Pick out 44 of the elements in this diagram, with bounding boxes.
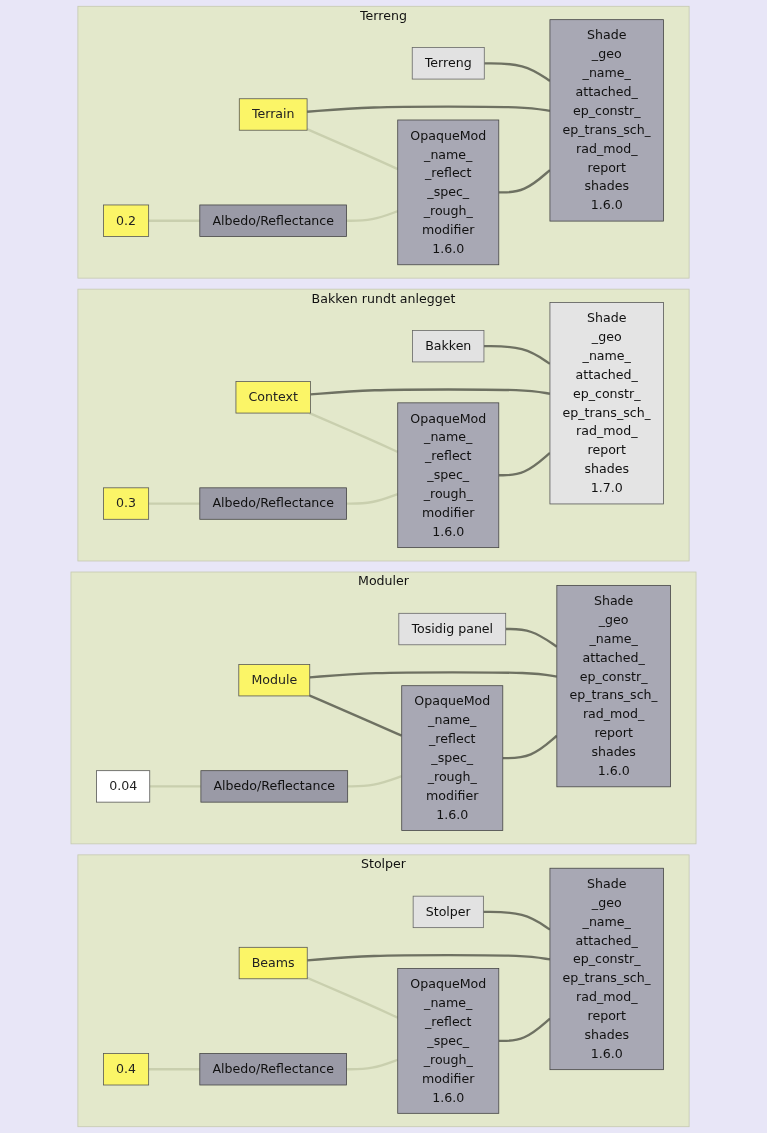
node-box: 0.4 <box>103 1053 150 1086</box>
node-box: Shade _geo _name_ attached_ ep_constr_ ep_trans_sch_ rad_mod_ report shades 1.7.0 <box>549 302 664 505</box>
node-box: Albedo/Reflectance <box>200 770 349 803</box>
connector <box>306 976 399 1019</box>
node-box: Tosidig panel <box>398 612 507 646</box>
connector <box>346 210 399 222</box>
node-box: Shade _geo _name_ attached_ ep_constr_ ep_trans_sch_ rad_mod_ report shades 1.6.0 <box>556 585 671 788</box>
connector <box>502 734 558 760</box>
connector <box>307 954 551 962</box>
node-box: Beams <box>238 946 308 980</box>
connector <box>310 388 551 396</box>
connector <box>309 671 558 679</box>
connector <box>498 452 551 477</box>
connector <box>483 910 551 931</box>
node-box: Stolper <box>412 895 484 929</box>
node-box: OpaqueMod _name_ _reflect _spec_ _rough_ modifier 1.6.0 <box>401 685 504 831</box>
node-box: Bakken <box>412 330 485 363</box>
connector <box>347 775 403 788</box>
connector <box>483 345 551 365</box>
node-box: Shade _geo _name_ attached_ ep_constr_ ep_trans_sch_ rad_mod_ report shades 1.6.0 <box>549 19 664 222</box>
node-box: Albedo/Reflectance <box>199 204 347 237</box>
node-box: Albedo/Reflectance <box>199 487 347 520</box>
node-box: Shade _geo _name_ attached_ ep_constr_ ep_trans_sch_ rad_mod_ report shades 1.6.0 <box>549 867 664 1071</box>
node-box: Module <box>238 664 311 697</box>
connector <box>498 1017 551 1043</box>
node-box: OpaqueMod _name_ _reflect _spec_ _rough_ modifier 1.6.0 <box>397 402 500 548</box>
node-box: Terrain <box>238 98 308 131</box>
node-box: 0.04 <box>96 770 151 803</box>
node-box: 0.2 <box>103 204 150 237</box>
node-box: OpaqueMod _name_ _reflect _spec_ _rough_ modifier 1.6.0 <box>397 119 500 266</box>
connector <box>306 128 399 171</box>
node-box: OpaqueMod _name_ _reflect _spec_ _rough_ modifier 1.6.0 <box>397 968 500 1114</box>
connector <box>307 105 551 113</box>
connector <box>346 492 399 505</box>
connector <box>505 627 558 648</box>
connector <box>484 62 551 82</box>
connector <box>346 1058 399 1071</box>
node-box: 0.3 <box>103 487 150 520</box>
node-box: Albedo/Reflectance <box>199 1053 347 1086</box>
connector <box>498 169 551 194</box>
connector <box>309 694 403 737</box>
connector <box>309 412 399 454</box>
node-box: Terreng <box>411 47 485 80</box>
node-box: Context <box>235 381 311 414</box>
